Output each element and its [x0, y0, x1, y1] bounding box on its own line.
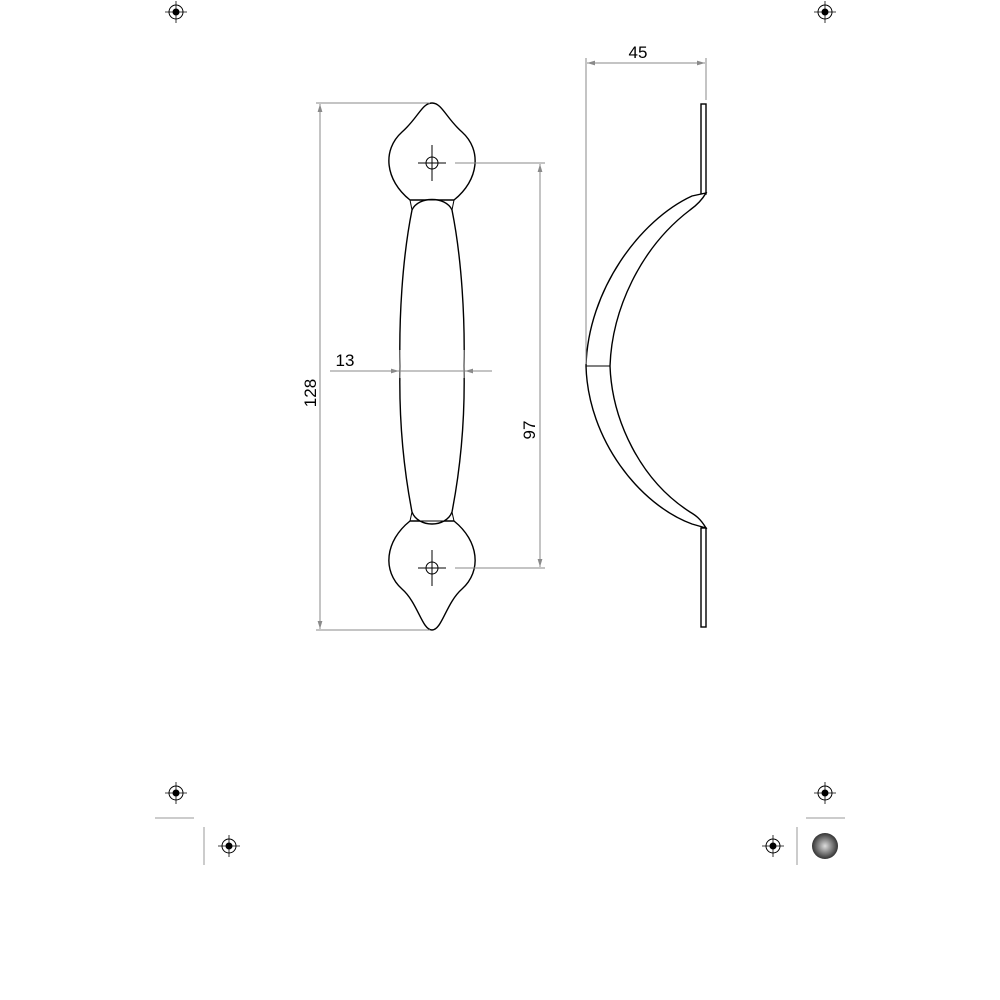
- color-target-icon: [812, 833, 838, 859]
- registration-mark-icon: [813, 0, 837, 24]
- handle-front-view: [388, 102, 476, 631]
- registration-mark-icon: [164, 0, 188, 24]
- dimension-label-97: 97: [520, 421, 539, 440]
- dimension-label-13: 13: [336, 351, 355, 370]
- registration-mark-icon: [164, 781, 188, 805]
- screw-hole-icon: [418, 145, 446, 181]
- grip: [399, 198, 465, 525]
- dimension-projection: 45: [585, 43, 707, 364]
- dimension-grip-width: 13: [330, 350, 492, 378]
- registration-mark-icon: [813, 781, 837, 805]
- registration-mark-icon: [761, 834, 785, 858]
- dimension-hole-spacing: 97: [455, 162, 545, 569]
- handle-side-view: [585, 103, 708, 628]
- dimension-label-45: 45: [629, 43, 648, 62]
- registration-mark-icon: [217, 834, 241, 858]
- dimension-overall-length: 128: [301, 102, 430, 631]
- screw-hole-icon: [418, 550, 446, 586]
- dimension-label-128: 128: [301, 379, 320, 407]
